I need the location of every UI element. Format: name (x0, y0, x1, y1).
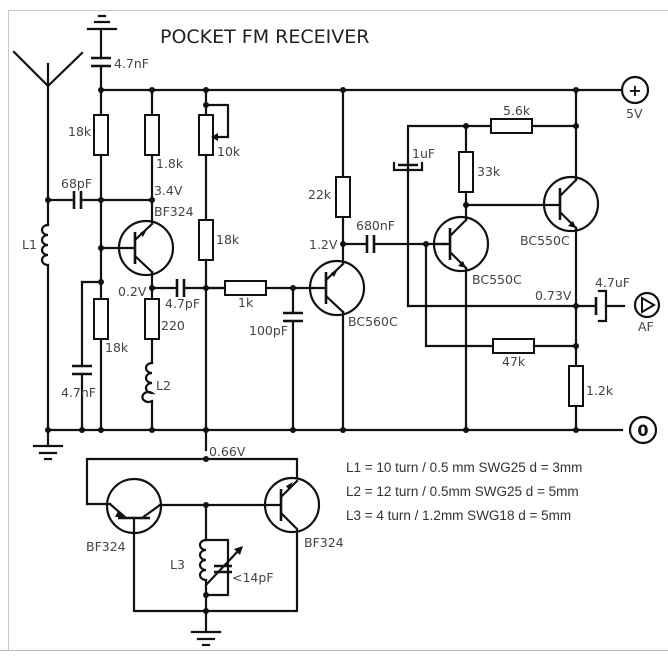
resistor-18k-left: 18k (68, 88, 109, 432)
voltage-3-4v: 3.4V (154, 183, 183, 198)
voltage-1-2v: 1.2V (309, 237, 338, 252)
note-l2: L2 = 12 turn / 0.5mm SWG25 d = 5mm (346, 484, 579, 499)
variable-capacitor: <14pF (204, 546, 274, 587)
transistor-q2-bc560c: BC560C (308, 259, 398, 432)
resistor-5-6k: 5.6k (490, 103, 533, 134)
diagram-frame (8, 10, 668, 651)
svg-text:47k: 47k (502, 354, 526, 369)
voltage-0-2v: 0.2V (118, 284, 147, 299)
af-output-terminal: AF (633, 291, 661, 334)
plus-symbol: + (628, 81, 641, 100)
svg-text:L1: L1 (22, 237, 37, 252)
transistor-q3-bc550c: BC550C (432, 203, 522, 432)
svg-text:68pF: 68pF (61, 176, 92, 191)
svg-text:L3: L3 (170, 557, 185, 572)
antenna-icon (12, 50, 84, 202)
svg-text:18k: 18k (216, 232, 240, 247)
capacitor-680nf: 680nF (341, 218, 448, 253)
bottom-divider (0, 650, 668, 651)
capacitor-68pf: 68pF (46, 176, 154, 209)
ground-symbol-label: 0 (637, 421, 648, 440)
transistor-q5-bf324: BF324 (86, 477, 163, 554)
svg-text:1k: 1k (238, 295, 254, 310)
svg-text:680nF: 680nF (356, 218, 395, 233)
note-l1: L1 = 10 turn / 0.5 mm SWG25 d = 3mm (346, 460, 582, 475)
svg-text:<14pF: <14pF (232, 570, 274, 585)
capacitor-100pf: 100pF (249, 286, 303, 432)
voltage-0-66v: 0.66V (209, 444, 246, 459)
svg-text:4.7nF: 4.7nF (114, 56, 149, 71)
oscillator-wiring (85, 457, 299, 613)
capacitor-1uf: 1uF (392, 124, 578, 308)
ground-terminal: 0 (628, 415, 658, 445)
resistor-22k: 22k 1.2V (308, 88, 351, 264)
svg-text:10k: 10k (217, 144, 241, 159)
svg-text:BC550C: BC550C (472, 272, 522, 287)
resistor-18k-center: 18k (198, 153, 240, 452)
svg-text:18k: 18k (105, 340, 129, 355)
svg-text:BC560C: BC560C (348, 314, 398, 329)
inductor-l3: L3 (170, 538, 230, 634)
top-ground-icon (86, 14, 118, 31)
svg-text:BF324: BF324 (304, 535, 344, 550)
emitter-network-q1: 0.2V 4.7pF 220 L2 (118, 279, 228, 432)
voltage-0-73v: 0.73V (535, 288, 572, 303)
supply-voltage-label: 5V (626, 106, 643, 121)
svg-text:4.7nF: 4.7nF (61, 385, 96, 400)
output-node: 0.73V (406, 288, 596, 308)
resistor-33k: 33k (458, 124, 501, 207)
svg-text:5.6k: 5.6k (503, 103, 531, 118)
junction-dots (45, 87, 579, 614)
coil-notes: L1 = 10 turn / 0.5 mm SWG25 d = 3mm L2 =… (346, 460, 582, 523)
capacitor-4-7nf-lower: 4.7nF (61, 280, 96, 432)
resistor-220-label: 220 (161, 318, 185, 333)
inductor-l1: L1 (22, 198, 50, 432)
inductor-l2-label: L2 (156, 378, 171, 393)
resistor-1-8k: 1.8k 3.4V (144, 88, 184, 224)
svg-text:22k: 22k (308, 187, 332, 202)
capacitor-4-7uf: 4.7uF (594, 275, 630, 323)
bottom-ground-icon (190, 630, 222, 647)
resistor-1-2k: 1.2k (568, 365, 614, 432)
svg-text:1uF: 1uF (412, 146, 435, 161)
resistor-47k: 47k (424, 242, 578, 369)
note-l3: L3 = 4 turn / 1.2mm SWG18 d = 5mm (346, 508, 571, 523)
svg-text:100pF: 100pF (249, 323, 288, 338)
resistor-18k-lower: 18k (80, 280, 129, 355)
positive-terminal: + 5V (620, 75, 650, 121)
svg-text:BF324: BF324 (86, 539, 126, 554)
transistor-q6-bf324: BF324 (263, 476, 344, 550)
resistor-1k: 1k (204, 280, 314, 310)
svg-text:1.2k: 1.2k (586, 383, 614, 398)
svg-text:4.7uF: 4.7uF (595, 275, 630, 290)
svg-text:AF: AF (638, 319, 654, 334)
svg-text:BC550C: BC550C (520, 233, 570, 248)
diagram-title: POCKET FM RECEIVER (160, 26, 369, 48)
svg-text:BF324: BF324 (154, 204, 194, 219)
capacitor-4-7nf-top: 4.7nF (91, 27, 149, 92)
svg-text:1.8k: 1.8k (156, 156, 184, 171)
potentiometer-10k: 10k (198, 88, 241, 159)
svg-text:18k: 18k (68, 124, 92, 139)
transistor-q1-bf324: BF324 (99, 204, 194, 290)
capacitor-4-7pf-label: 4.7pF (165, 296, 200, 311)
left-ground-icon (32, 428, 64, 461)
svg-text:33k: 33k (477, 164, 501, 179)
